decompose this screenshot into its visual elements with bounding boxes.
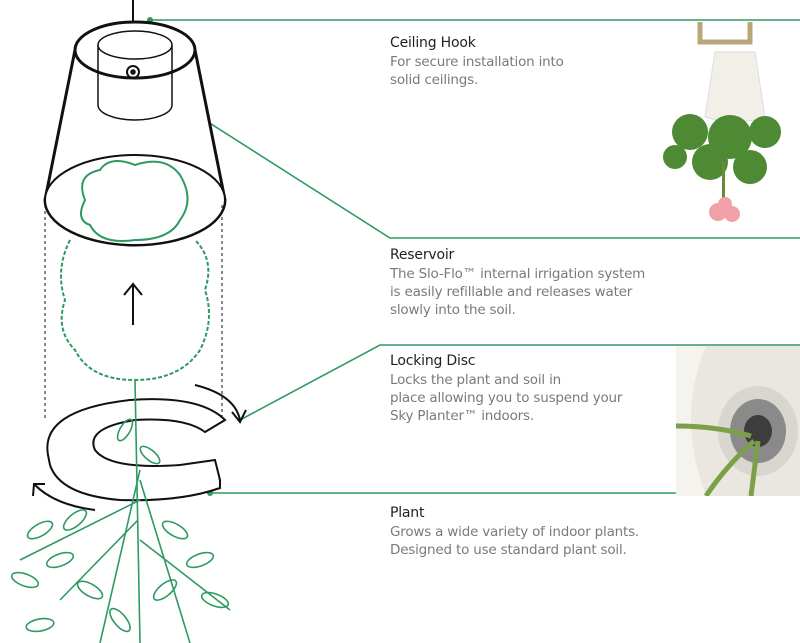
hanging-planter-photo: [663, 22, 781, 222]
leader-locking-disc: [239, 344, 800, 421]
callout-title: Locking Disc: [390, 353, 476, 369]
up-arrow-icon: [123, 282, 143, 325]
locking-disc: [46, 398, 227, 502]
callout-description: Grows a wide variety of indoor plants. D…: [390, 524, 640, 558]
callout-description: Locks the plant and soil in place allowi…: [390, 372, 623, 424]
callout-title: Ceiling Hook: [390, 35, 476, 51]
plant-illustration: [10, 379, 231, 643]
callout-title: Plant: [390, 505, 425, 521]
locking-disc-photo: [676, 346, 800, 496]
callout-description: The Slo-Flo™ internal irrigation system …: [390, 266, 646, 318]
rotate-arrows-icon: [32, 384, 247, 511]
callout-locking-disc: Locking Disc Locks the plant and soil in…: [390, 352, 622, 425]
root-ball: [60, 239, 210, 382]
callout-description: For secure installation into solid ceili…: [390, 54, 564, 88]
root-ball-top: [80, 160, 189, 242]
callout-ceiling-hook: Ceiling Hook For secure installation int…: [390, 34, 564, 89]
callout-reservoir: Reservoir The Slo-Flo™ internal irrigati…: [390, 246, 645, 319]
callout-plant: Plant Grows a wide variety of indoor pla…: [390, 504, 639, 559]
leader-reservoir: [149, 84, 800, 239]
callout-title: Reservoir: [390, 247, 455, 263]
